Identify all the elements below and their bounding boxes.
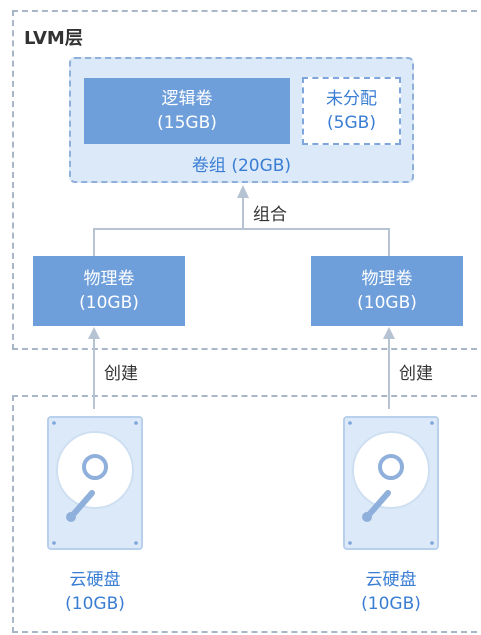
create-label-left: 创建 xyxy=(104,364,138,384)
unallocated-name: 未分配 xyxy=(326,89,377,109)
physical-volume-name: 物理卷 xyxy=(83,269,135,289)
physical-volume-size: (10GB) xyxy=(79,293,139,313)
cloud-disk-name: 云硬盘 xyxy=(365,570,417,590)
cloud-disk-label: 云硬盘 (10GB) xyxy=(336,568,446,616)
logical-volume-block: 逻辑卷 (15GB) xyxy=(84,78,290,144)
cloud-disk-region xyxy=(12,395,481,633)
lvm-layer-title: LVM层 xyxy=(24,28,83,49)
cloud-disk-icon xyxy=(47,416,143,550)
lvm-layer-region xyxy=(12,10,481,350)
cloud-disk-label: 云硬盘 (10GB) xyxy=(40,568,150,616)
unallocated-block: 未分配 (5GB) xyxy=(302,77,401,145)
logical-volume-size: (15GB) xyxy=(157,113,217,133)
cloud-disk-icon xyxy=(343,416,439,550)
create-label-right: 创建 xyxy=(399,364,433,384)
physical-volume-name: 物理卷 xyxy=(361,269,413,289)
volume-group-label: 卷组 (20GB) xyxy=(191,156,292,176)
unallocated-size: (5GB) xyxy=(327,113,376,133)
physical-volume-size: (10GB) xyxy=(357,293,417,313)
logical-volume-name: 逻辑卷 xyxy=(161,89,213,109)
cloud-disk-size: (10GB) xyxy=(361,594,421,614)
combine-label: 组合 xyxy=(253,205,287,225)
cloud-disk-size: (10GB) xyxy=(65,594,125,614)
cloud-disk-name: 云硬盘 xyxy=(69,570,121,590)
physical-volume-block: 物理卷 (10GB) xyxy=(311,256,463,326)
physical-volume-block: 物理卷 (10GB) xyxy=(33,256,185,326)
